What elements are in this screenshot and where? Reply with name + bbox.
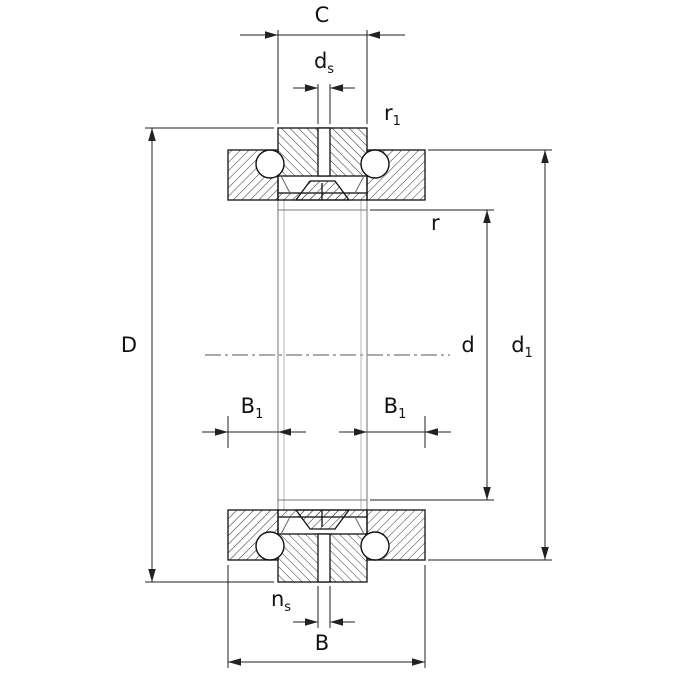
dimension-d1: d1 [428, 149, 552, 561]
raceway-shoulder-line [280, 175, 291, 194]
lubrication-slot-bottom [317, 533, 331, 583]
label-ds: ds [314, 49, 334, 77]
dimension-B1-right: B1 [339, 394, 451, 448]
ball-top-right [360, 149, 390, 179]
dimension-C: C [240, 3, 405, 124]
bore-silhouette-lines [277, 200, 368, 510]
label-r1: r1 [384, 101, 401, 129]
label-B1-right: B1 [384, 394, 407, 422]
raceway-shoulder-line [354, 516, 365, 535]
dimension-B: B [227, 565, 426, 668]
label-d1: d1 [511, 333, 533, 361]
raceway-shoulder-line [354, 175, 365, 194]
top-section [227, 127, 426, 201]
ball-top-left [255, 149, 285, 179]
dimension-ns: ns [271, 586, 355, 628]
label-D: D [121, 333, 137, 357]
label-C: C [315, 3, 330, 27]
dimension-D: D [121, 127, 274, 583]
lubrication-slot-top [317, 127, 331, 177]
label-d: d [461, 333, 474, 357]
ball-bottom-left [255, 531, 285, 561]
label-B1-left: B1 [241, 394, 264, 422]
label-ns: ns [271, 587, 291, 615]
raceway-shoulder-line [280, 516, 291, 535]
label-r: r [431, 211, 440, 235]
label-B: B [315, 631, 329, 655]
bottom-section [227, 509, 426, 583]
dimension-d: d [370, 209, 494, 501]
dimension-ds: ds [293, 49, 355, 124]
dimension-B1-left: B1 [202, 394, 306, 448]
ball-bottom-right [360, 531, 390, 561]
